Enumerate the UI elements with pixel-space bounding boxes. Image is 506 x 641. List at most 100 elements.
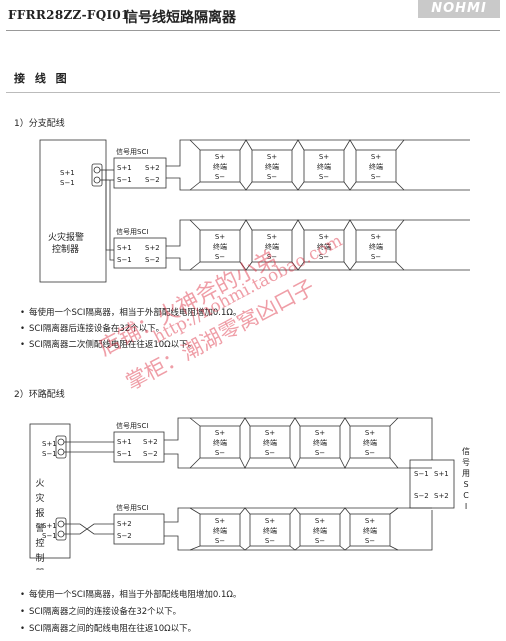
loop-terminal-s-plus: S+ [365,429,375,437]
loop-sci-1-label: 信号用SCI [116,421,148,430]
loop-panel-label-char: 灾 [35,492,44,504]
loop-panel-label-char: 器 [35,568,44,570]
branch-panel-box [39,139,107,283]
branch-terminal-label: 终端 [369,162,383,171]
branch-wiring-diagram: S+1 S−1 火灾报警 控制器 信号用SCI S+1 S−1 S+2 S−2 … [39,139,470,283]
loop-sci-2-out-plus: S+2 [117,520,132,528]
section-divider [6,92,500,93]
loop-sci-right [409,459,455,509]
loop-right-s2-minus: S−2 [414,492,429,500]
loop-terminal-s-plus: S+ [265,429,275,437]
page-title: 信号线短路隔离器 [124,10,236,26]
loop-panel-s-minus-1: S−1 [42,450,57,458]
branch-terminal-label: 终端 [265,162,279,171]
loop-note-3: SCI隔离器之间的配线电阻在往返10Ω以下。 [20,622,196,634]
branch-sci-2-in-plus: S+1 [117,244,132,252]
loop-right-label-char: S [463,480,468,489]
loop-note-1: 每使用一个SCI隔离器，相当于外部配线电阻增加0.1Ω。 [20,588,241,600]
branch-terminal-row-1 [199,149,397,183]
loop-terminal-row-2 [199,513,391,547]
loop-right-s2-plus: S+2 [434,492,449,500]
header-divider [6,30,500,31]
loop-right-s1-minus: S−1 [414,470,429,478]
branch-terminal-s-plus: S+ [215,233,225,241]
branch-note-1: 每使用一个SCI隔离器，相当于外部配线电阻增加0.1Ω。 [20,306,241,318]
branch-terminal-s-plus: S+ [319,233,329,241]
model-number: FFRR28ZZ-FQI01 [8,8,130,22]
branch-panel-terminal [91,163,103,187]
loop-terminal-s-minus: S− [265,449,275,457]
branch-terminal-s-minus: S− [371,173,381,181]
loop-terminals [199,425,391,547]
loop-panel-label-char: 警 [35,522,44,534]
branch-terminal-s-plus: S+ [371,233,381,241]
branch-terminal-s-plus: S+ [319,153,329,161]
loop-terminal-s-plus: S+ [315,429,325,437]
loop-terminal-s-plus: S+ [215,429,225,437]
branch-terminal-s-minus: S− [267,173,277,181]
branch-sci-2 [113,237,167,269]
branch-terminals [199,149,397,263]
loop-terminal-s-plus: S+ [315,517,325,525]
loop-right-label-char: C [463,491,469,500]
branch-terminal-label: 终端 [265,242,279,251]
branch-sci-2-label: 信号用SCI [116,227,148,236]
branch-heading: 1）分支配线 [14,119,65,129]
branch-sci-1-in-plus: S+1 [117,164,132,172]
loop-terminal-label: 终端 [213,438,227,447]
loop-sci-1-out-plus: S+2 [143,438,158,446]
loop-terminal-s-plus: S+ [265,517,275,525]
branch-terminal-s-minus: S− [215,173,225,181]
branch-terminal-s-minus: S− [371,253,381,261]
loop-terminal-label: 终端 [263,526,277,535]
loop-terminal-s-plus: S+ [365,517,375,525]
loop-terminal-s-minus: S− [215,537,225,545]
loop-terminal-s-minus: S− [215,449,225,457]
branch-sci-1-in-minus: S−1 [117,176,132,184]
loop-terminal-label: 终端 [213,526,227,535]
loop-terminal-row-1 [199,425,391,459]
branch-terminal-s-plus: S+ [267,233,277,241]
branch-terminal-label: 终端 [213,162,227,171]
branch-sci-1-out-minus: S−2 [145,176,160,184]
branch-panel-label-2: 控制器 [52,243,79,255]
loop-panel-label-char: 制 [35,552,44,564]
loop-sci-2 [113,513,165,545]
loop-panel-label-char: 控 [35,537,44,549]
branch-terminal-s-plus: S+ [371,153,381,161]
branch-terminal-label: 终端 [317,162,331,171]
branch-panel-label-1: 火灾报警 [48,231,84,243]
branch-note-3: SCI隔离器二次侧配线电阻在往返10Ω以下。 [20,338,196,350]
loop-panel-s-plus-2: S+1 [42,522,57,530]
loop-terminal-label: 终端 [313,526,327,535]
loop-terminal-s-minus: S− [265,537,275,545]
brand-logo: NOHMI [418,0,500,18]
branch-sci-2-in-minus: S−1 [117,256,132,264]
branch-terminal-s-plus: S+ [215,153,225,161]
branch-terminal-label: 终端 [213,242,227,251]
branch-terminal-s-minus: S− [319,173,329,181]
branch-note-2: SCI隔离器后连接设备在32个以下。 [20,322,164,334]
loop-sci-2-out-minus: S−2 [117,532,132,540]
loop-panel-s-minus-2: S−1 [42,532,57,540]
loop-terminal-s-plus: S+ [215,517,225,525]
loop-terminal-s-minus: S− [365,449,375,457]
loop-right-label-char: I [465,502,467,511]
loop-terminal-label: 终端 [263,438,277,447]
loop-wiring-diagram: S+1 S−1 S+1 S−1 信号用SCI S+1 S−1 S+2 S−2 信… [29,417,470,570]
loop-panel-label-char: 报 [35,507,44,519]
loop-right-s1-plus: S+1 [434,470,449,478]
branch-sci-2-out-plus: S+2 [145,244,160,252]
loop-sci-2-label: 信号用SCI [116,503,148,512]
loop-right-label-char: 号 [462,458,470,467]
branch-sci-1-out-plus: S+2 [145,164,160,172]
branch-terminal-s-minus: S− [215,253,225,261]
branch-panel-s-minus: S−1 [60,179,75,187]
loop-sci-1 [113,431,165,463]
loop-terminal-s-minus: S− [315,537,325,545]
loop-right-label-char: 信 [462,446,470,456]
loop-terminal-label: 终端 [363,438,377,447]
loop-panel-label-char: 火 [35,478,44,489]
loop-terminal-label: 终端 [313,438,327,447]
